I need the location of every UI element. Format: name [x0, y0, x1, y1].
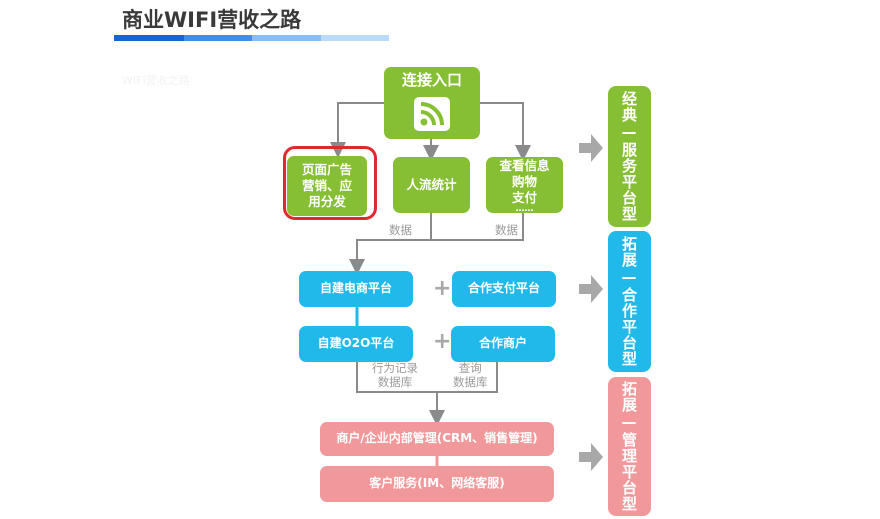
db-label-behavior: 行为记录 数据库 [372, 361, 418, 389]
page-title: 商业WIFI营收之路 [122, 8, 302, 32]
node-info-shopping-label: 查看信息 购物 支付 [499, 157, 550, 206]
arrow-right-icon [579, 275, 603, 303]
title-underline-segment-2 [184, 35, 252, 41]
node-own-o2o: 自建O2O平台 [299, 326, 413, 362]
rss-wifi-icon [414, 96, 450, 131]
data-label: 数据 [389, 223, 412, 237]
connector-data-to-platform [349, 213, 432, 275]
node-own-ecommerce: 自建电商平台 [299, 271, 413, 307]
category-service-platform: 经典—服务平台型 [608, 86, 651, 227]
category-partner-platform: 拓展—合作平台型 [608, 231, 651, 372]
node-customer-service: 客户服务(IM、网络客服) [320, 466, 554, 502]
entry-node: 连接入口 [384, 67, 480, 139]
title-underline-segment-4 [321, 35, 389, 41]
faint-caption: WIFI营收之路 [122, 74, 190, 87]
connector-shopping-data [431, 213, 524, 241]
entry-label: 连接入口 [401, 71, 462, 89]
data-label: 数据 [495, 223, 518, 237]
plus-icon: + [433, 329, 452, 354]
node-info-shopping-ellipsis: …… [515, 204, 534, 215]
node-internal-management: 商户/企业内部管理(CRM、销售管理) [320, 422, 554, 456]
arrow-right-icon [579, 134, 603, 162]
category-management-platform: 拓展—管理平台型 [608, 377, 651, 516]
plus-icon: + [433, 276, 452, 301]
connector-entry-to-ads [330, 102, 384, 158]
node-partner-merchants: 合作商户 [451, 326, 555, 362]
connector-db-bracket [356, 362, 498, 393]
connector-entry-to-shopping [480, 102, 531, 161]
highlight-frame [283, 146, 377, 220]
title-underline-segment-3 [252, 35, 321, 41]
node-partner-payment: 合作支付平台 [452, 271, 556, 307]
node-info-shopping-payment: 查看信息 购物 支付 …… [486, 157, 563, 215]
arrow-right-icon [579, 443, 603, 471]
db-label-query: 查询 数据库 [453, 361, 488, 389]
node-ads-marketing: 页面广告 营销、应 用分发 [287, 156, 367, 216]
title-underline-segment-1 [114, 35, 184, 41]
node-traffic-stats: 人流统计 [393, 157, 470, 213]
